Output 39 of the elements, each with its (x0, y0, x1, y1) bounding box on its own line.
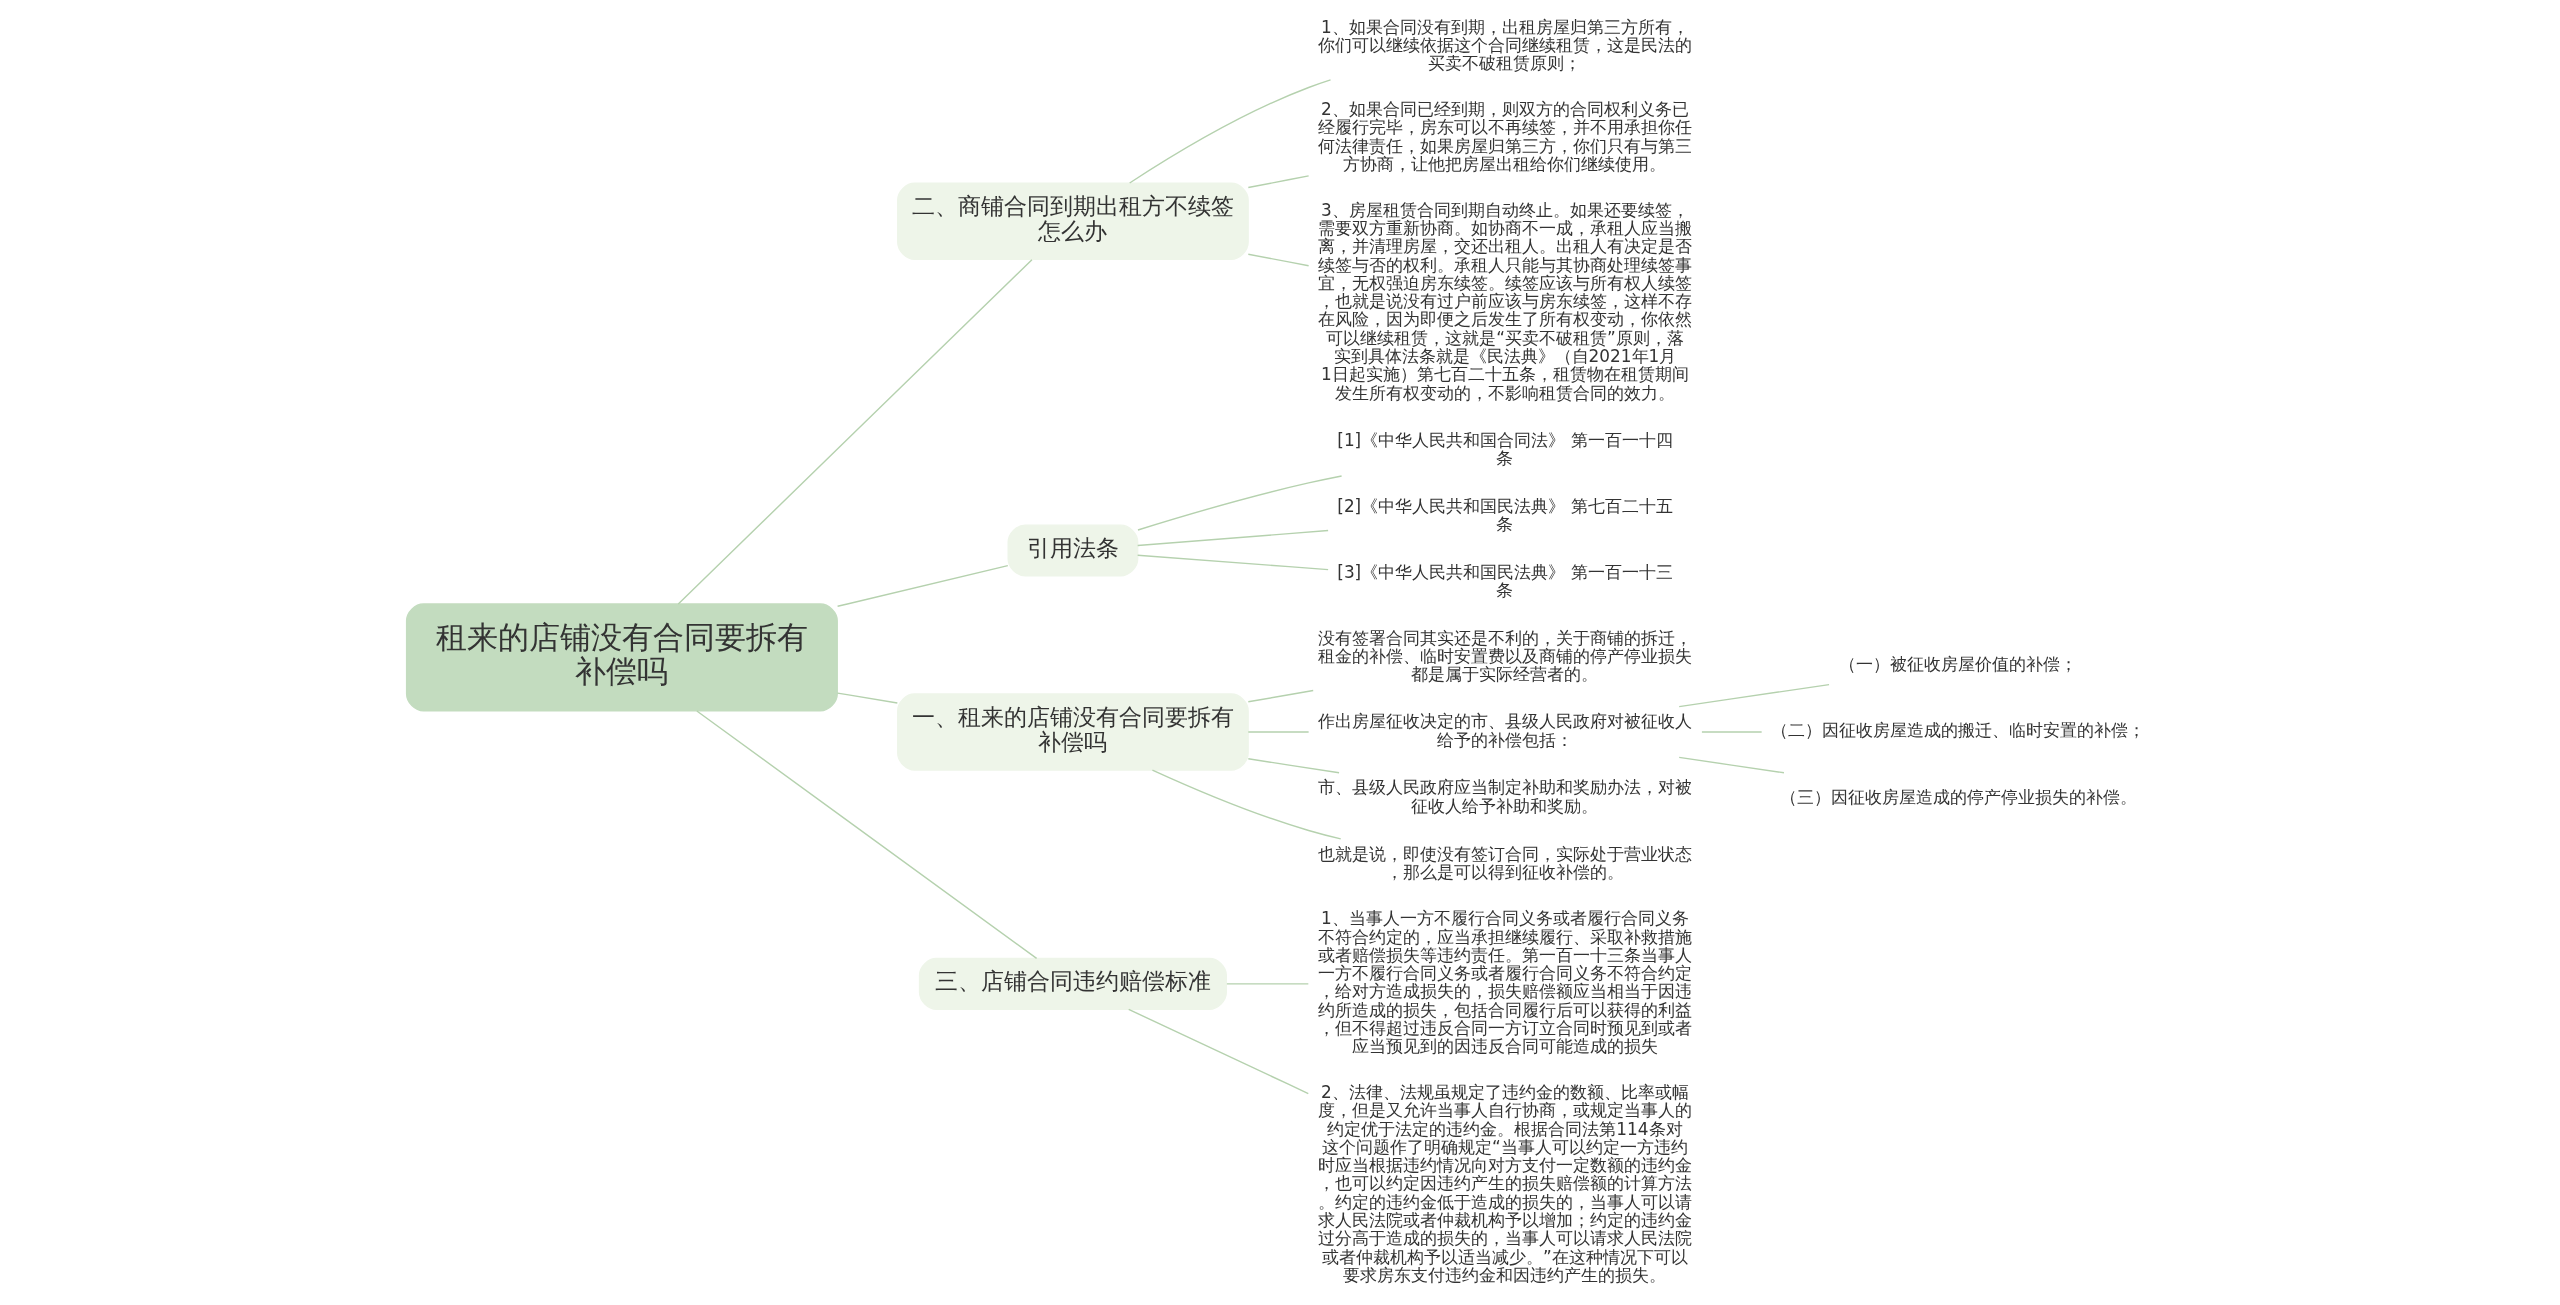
connector (1136, 475, 1342, 531)
connector (1247, 175, 1309, 189)
node-text: [2]《中华人民共和国民法典》 第七百二十五条 (1336, 495, 1673, 535)
node-box: 租来的店铺没有合同要拆有补偿吗 (405, 603, 838, 712)
connector (1136, 529, 1329, 547)
node-text: （二）因征收房屋造成的搬迁、临时安置的补偿； (1770, 720, 2145, 741)
node-box: 一、租来的店铺没有合同要拆有补偿吗 (896, 693, 1249, 771)
connector (1677, 756, 1785, 774)
node-text: [3]《中华人民共和国民法典》 第一百一十三条 (1336, 562, 1673, 601)
node-text: 市、县级人民政府应当制定补助和奖励办法，对被征收人给予补助和奖励。 (1317, 777, 1692, 816)
connector (1127, 1008, 1309, 1095)
connector (1247, 731, 1309, 733)
node-text: 2、如果合同已经到期，则双方的合同权利义务已经履行完毕，房东可以不再续签，并不用承担你任何法律责任，如果房屋归第三方，你们只有与第三方协商，让他把房屋出租给你们继续使用。 (1317, 99, 1692, 174)
node-text: 也就是说，即使没有签订合同，实际处于营业状态，那么是可以得到征收补偿的。 (1317, 843, 1692, 882)
node-box: 三、店铺合同违约赔偿标准 (918, 957, 1227, 1010)
node-text: （三）因征收房屋造成的停产停业损失的补偿。 (1779, 786, 2137, 807)
node-text: 1、当事人一方不履行合同义务或者履行合同义务不符合约定的，应当承担继续履行、采取补救措施或者赔偿损失等违约责任。第一百一十三条当事人一方不履行合同义务或者履行合同义务不符合约定，给对方造成损失的，损失赔偿额应当相当于因违约所造成的损失，包括合同履行后可以获得的利益，但不得超过违反合同一方订立合同时预见到或者应当预见到的因违反合同可能造成的损失 (1317, 908, 1692, 1057)
node-text: 没有签署合同其实还是不利的，关于商铺的拆迁，租金的补偿、临时安置费以及商铺的停产停业损失都是属于实际经营者的。 (1317, 627, 1692, 685)
node-text: 2、法律、法规虽规定了违约金的数额、比率或幅度，但是又允许当事人自行协商，或规定当事人的约定优于法定的违约金。根据合同法第114条对这个问题作了明确规定“当事人可以约定一方违约时应当根据违约情况向对方支付一定数额的违约金，也可以约定因违约产生的损失赔偿额的计算方法。约定的违约金低于造成的损失的，当事人可以请求人民法院或者仲裁机构予以增加；约定的违约金过分高于造成的损失的，当事人可以请求人民法院或者仲裁机构予以适当减少。”在这种情况下可以要求房东支付违约金和因违约产生的损失。 (1317, 1082, 1692, 1285)
node-text: 3、房屋租赁合同到期自动终止。如果还要续签，需要双方重新协商。如协商不一成，承租人应当搬离，并清理房屋，交还出租人。出租人有决定是否续签与否的权利。承租人只能与其协商处理续签事宜，无权强迫房东续签。续签应该与所有权人续签，也就是说没有过户前应该与房东续签，这样不存在风险，因为即便之后发生了所有权变动，你依然可以继续租赁，这就是“买卖不破租赁”原则，落实到具体法条就是《民法典》（自2021年1月1日起实施）第七百二十五条，租赁物在租赁期间发生所有权变动的，不影响租赁合同的效力。 (1317, 199, 1692, 403)
node-box: 引用法条 (1007, 524, 1138, 577)
connector (1225, 983, 1309, 985)
connector (1151, 769, 1341, 840)
node-box: 二、商铺合同到期出租方不续签怎么办 (896, 182, 1249, 260)
connector (836, 692, 898, 704)
node-text: （一）被征收房屋价值的补偿； (1838, 654, 2077, 675)
connector (677, 259, 1033, 605)
connector (1136, 554, 1329, 571)
node-text: [1]《中华人民共和国合同法》 第一百一十四条 (1336, 429, 1673, 469)
node-text: 作出房屋征收决定的市、县级人民政府对被征收人给予的补偿包括： (1317, 711, 1692, 750)
connector (1247, 689, 1314, 703)
connector (836, 564, 1009, 607)
connector (1700, 731, 1762, 733)
connector (1677, 683, 1830, 708)
connector (1247, 758, 1340, 774)
connector (695, 710, 1037, 960)
connector (1247, 253, 1309, 267)
node-text: 1、如果合同没有到期，出租房屋归第三方所有，你们可以继续依据这个合同继续租赁，这是民法的买卖不破租赁原则； (1317, 16, 1692, 74)
connector (1128, 79, 1331, 184)
